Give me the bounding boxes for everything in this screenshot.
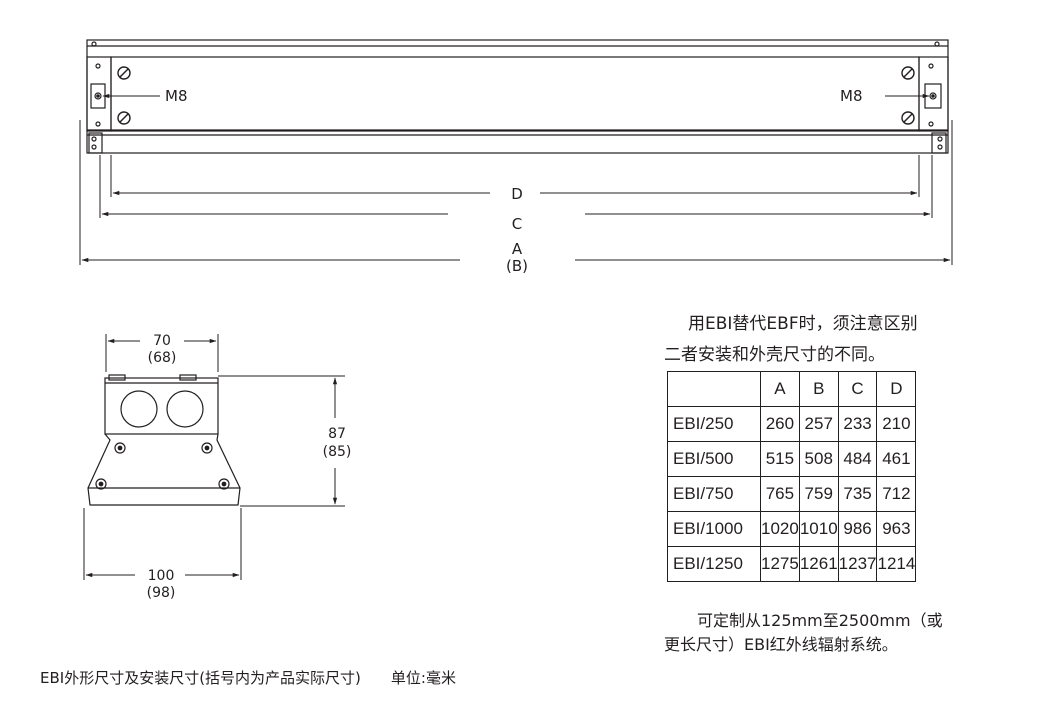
m8-label-right: M8	[840, 87, 863, 105]
value-cell: 963	[876, 511, 917, 547]
long-view-drawing: M8 M8 D C A (B)	[79, 39, 953, 275]
end-view-drawing: 70 (68) 87 (85) 100 (98)	[83, 333, 352, 601]
figure-caption: EBI外形尺寸及安装尺寸(括号内为产品实际尺寸) 单位:毫米	[40, 669, 456, 687]
value-cell: 260	[760, 406, 800, 442]
reflector-box	[104, 377, 219, 435]
screw-icon	[117, 66, 915, 125]
table-corner-cell	[667, 371, 761, 407]
value-cell: 1020	[760, 511, 800, 547]
value-cell: 765	[760, 476, 800, 512]
m8-label-left: M8	[165, 87, 188, 105]
model-cell: EBI/500	[667, 441, 761, 477]
table-header-row: A B C D	[667, 371, 917, 407]
custom-length-note-line1: 可定制从125mm至2500mm（或	[697, 611, 943, 630]
model-cell: EBI/750	[667, 476, 761, 512]
dim-98-label: (98)	[147, 585, 176, 601]
column-header-d: D	[876, 371, 917, 407]
dim-85-label: (85)	[323, 444, 352, 460]
dim-a-label: A	[512, 240, 523, 258]
model-cell: EBI/250	[667, 406, 761, 442]
right-end-plate	[918, 56, 949, 132]
dimension-table: A B C D EBI/250 260 257 233 210 EBI/500 …	[667, 371, 917, 582]
value-cell: 986	[837, 511, 878, 547]
table-row: EBI/750 765 759 735 712	[667, 476, 917, 512]
column-header-a: A	[760, 371, 800, 407]
dim-68-label: (68)	[148, 350, 177, 366]
value-cell: 1275	[760, 546, 800, 582]
left-end-plate	[86, 56, 112, 132]
value-cell: 1237	[837, 546, 878, 582]
tube-right	[166, 390, 204, 428]
value-cell: 515	[760, 441, 800, 477]
value-cell: 257	[798, 406, 839, 442]
model-cell: EBI/1000	[667, 511, 761, 547]
inner-panel	[110, 56, 920, 132]
model-cell: EBI/1250	[667, 546, 761, 582]
dim-c-label: C	[512, 215, 522, 233]
value-cell: 233	[837, 406, 878, 442]
value-cell: 210	[876, 406, 917, 442]
dim-87-label: 87	[328, 426, 346, 442]
dim-d-label: D	[511, 185, 523, 203]
table-row: EBI/250 260 257 233 210	[667, 406, 917, 442]
replacement-note-line2: 二者安装和外壳尺寸的不同。	[664, 345, 885, 365]
table-row: EBI/1250 1275 1261 1237 1214	[667, 546, 917, 582]
column-header-c: C	[837, 371, 878, 407]
mount-bracket	[87, 433, 241, 506]
table-row: EBI/500 515 508 484 461	[667, 441, 917, 477]
column-header-b: B	[798, 371, 839, 407]
dim-100-label: 100	[148, 568, 175, 584]
table-row: EBI/1000 1020 1010 986 963	[667, 511, 917, 547]
tube-left	[120, 390, 158, 428]
value-cell: 759	[798, 476, 839, 512]
dim-b-label: (B)	[506, 257, 528, 275]
value-cell: 484	[837, 441, 878, 477]
value-cell: 1010	[798, 511, 839, 547]
dim-70-label: 70	[153, 333, 171, 349]
value-cell: 735	[837, 476, 878, 512]
value-cell: 1214	[876, 546, 917, 582]
custom-length-note-line2: 更长尺寸）EBI红外线辐射系统。	[664, 635, 898, 654]
value-cell: 1261	[798, 546, 839, 582]
value-cell: 712	[876, 476, 917, 512]
replacement-note-line1: 用EBI替代EBF时，须注意区别	[688, 314, 918, 334]
value-cell: 461	[876, 441, 917, 477]
value-cell: 508	[798, 441, 839, 477]
